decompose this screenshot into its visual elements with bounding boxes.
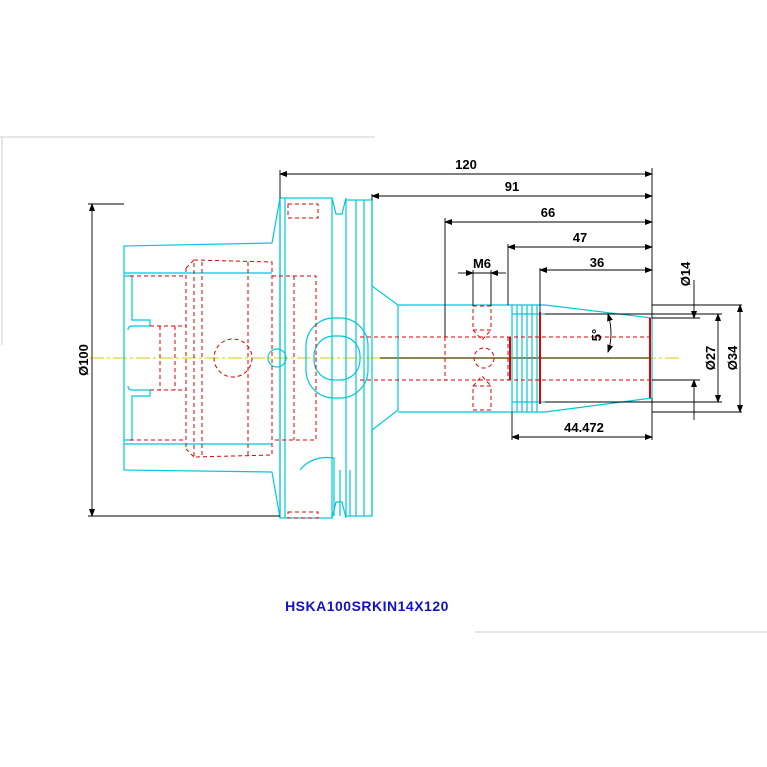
tool-outline [123,197,653,519]
frame-lines [0,136,767,633]
hidden-lines [130,203,652,519]
dim-angle-5: 5° [589,329,604,341]
dimension-labels: 120 91 66 47 36 M6 44.472 Ø100 Ø14 Ø27 Ø… [76,157,740,435]
collet-seat [509,312,651,404]
dim-diameter-34: Ø34 [725,345,740,370]
dim-91: 91 [505,179,519,194]
dim-m6: M6 [473,256,491,271]
drawing-title: HSKA100SRKIN14X120 [285,598,449,614]
dim-diameter-100: Ø100 [76,344,91,376]
dim-120: 120 [455,157,477,172]
dim-47: 47 [573,230,587,245]
dim-66: 66 [541,205,555,220]
dim-44: 44.472 [564,420,604,435]
dim-36: 36 [590,255,604,270]
dim-diameter-14: Ø14 [678,261,693,286]
dimension-lines [88,168,743,517]
dim-diameter-27: Ø27 [703,346,718,371]
